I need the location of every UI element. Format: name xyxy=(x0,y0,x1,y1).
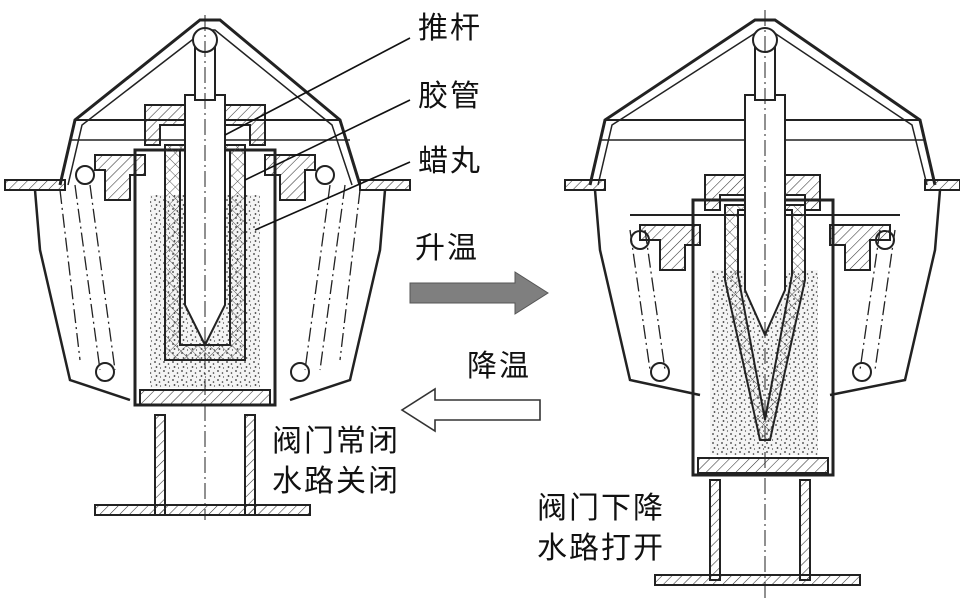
leader-wax-pellet xyxy=(254,161,411,231)
cool-down-arrow xyxy=(400,387,541,433)
dome-cover xyxy=(58,18,362,186)
bottom-flange-right xyxy=(654,574,861,586)
leader-push-rod xyxy=(224,37,411,136)
spring-wire-bottom-right xyxy=(290,362,310,382)
skirt-left xyxy=(33,189,131,402)
label-water-closed: 水路关闭 xyxy=(272,464,400,499)
thermostat-open xyxy=(564,10,960,600)
label-water-open: 水路打开 xyxy=(537,531,665,566)
thermostat-closed xyxy=(4,15,411,520)
valve-seat-right xyxy=(639,224,701,271)
spring-wire-top-left xyxy=(75,165,95,185)
label-push-rod: 推杆 xyxy=(418,11,482,46)
leader-lines xyxy=(224,37,411,231)
leader-rubber-tube xyxy=(244,99,411,181)
label-wax-pellet: 蜡丸 xyxy=(418,144,482,179)
valve-seat xyxy=(94,154,146,201)
flange-right-right-unit xyxy=(924,179,960,191)
heat-up-arrow xyxy=(409,271,549,315)
push-rod-left xyxy=(184,94,226,348)
spring-left xyxy=(59,184,116,371)
label-rubber-tube: 胶管 xyxy=(418,79,482,114)
label-heat-up: 升温 xyxy=(415,231,479,266)
spring-wire-bottom-left xyxy=(95,362,115,382)
label-valve-down: 阀门下降 xyxy=(537,491,665,526)
spring-right xyxy=(304,184,361,371)
push-rod-right xyxy=(744,94,786,338)
label-cool-down: 降温 xyxy=(467,349,531,384)
bottom-flange-left xyxy=(94,504,311,516)
flange-left xyxy=(4,179,66,191)
label-valve-closed: 阀门常闭 xyxy=(272,424,400,459)
skirt-right xyxy=(289,189,387,402)
spring-wire-top-right xyxy=(315,165,335,185)
outlet-pipe-right xyxy=(709,480,811,580)
flange-left-right-unit xyxy=(564,179,606,191)
